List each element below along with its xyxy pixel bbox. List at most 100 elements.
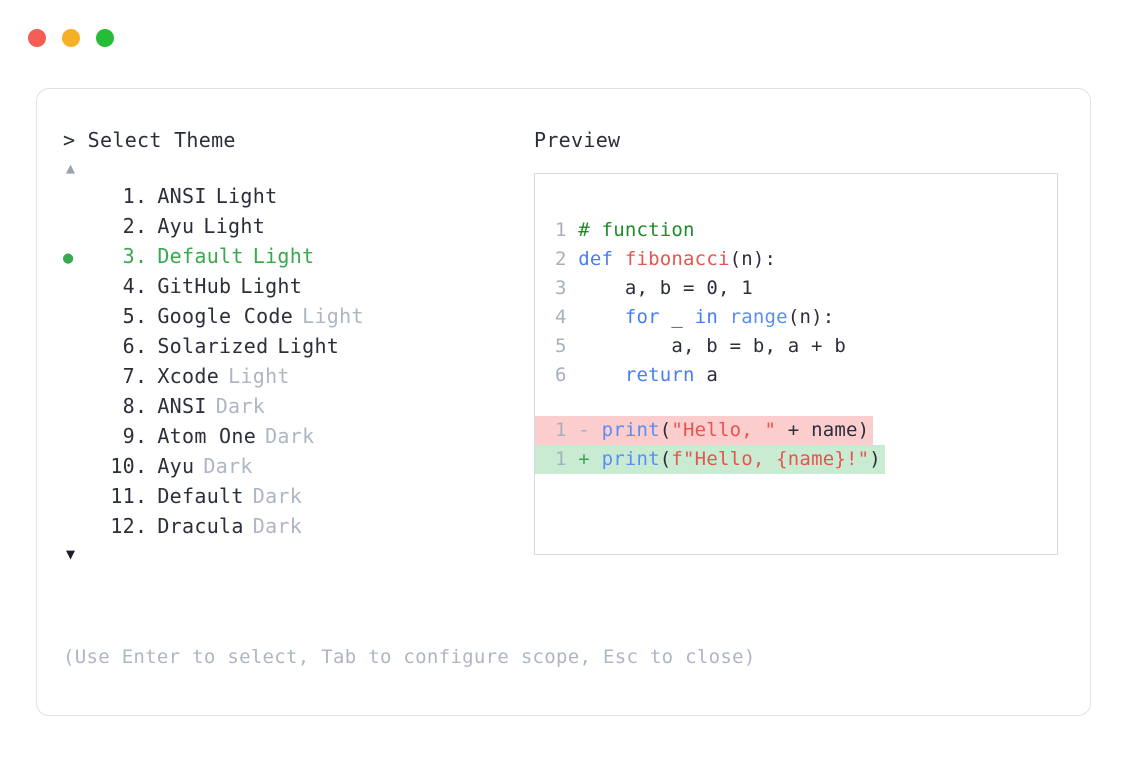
- diff-removed-line: 1 - print("Hello, " + name): [535, 416, 874, 445]
- line-number: 2: [555, 248, 579, 270]
- theme-item-number: 4: [122, 274, 135, 298]
- theme-list-item[interactable]: 6. Solarized Light: [63, 331, 533, 361]
- theme-list-item[interactable]: 4. GitHub Light: [63, 271, 533, 301]
- selected-bullet-icon: ●: [63, 248, 74, 268]
- code-token: _: [659, 306, 695, 328]
- code-token: (n):: [787, 306, 835, 328]
- theme-item-variant: Dark: [265, 424, 315, 448]
- theme-item-number: 10: [110, 454, 135, 478]
- code-token: for: [624, 306, 660, 328]
- code-token: 1: [741, 277, 753, 299]
- scroll-up-arrow[interactable]: ▲: [66, 159, 76, 177]
- theme-item-variant: Light: [203, 214, 266, 238]
- theme-item-number-dot: .: [135, 394, 148, 418]
- theme-item-variant: Light: [215, 184, 278, 208]
- theme-item-number-dot: .: [135, 514, 148, 538]
- minimize-button[interactable]: [62, 29, 80, 47]
- code-token: a, b = b, a + b: [578, 335, 846, 357]
- line-number: 1: [555, 219, 579, 241]
- code-token: a, b =: [578, 277, 707, 299]
- code-token: # function: [578, 219, 695, 241]
- theme-item-name: Default: [157, 484, 244, 508]
- code-token: [578, 364, 625, 386]
- code-line: 5 a, b = b, a + b: [535, 332, 1057, 361]
- close-button[interactable]: [28, 29, 46, 47]
- code-token: in: [694, 306, 718, 328]
- code-token: fibonacci: [624, 248, 730, 270]
- line-number: 1: [555, 448, 579, 470]
- theme-item-number-dot: .: [135, 484, 148, 508]
- diff-block: 1 - print("Hello, " + name)1 + print(f"H…: [535, 416, 1057, 474]
- theme-item-number-dot: .: [135, 214, 148, 238]
- theme-item-number: 5: [122, 304, 135, 328]
- diff-minus-sign: -: [578, 419, 602, 441]
- theme-item-number-dot: .: [135, 184, 148, 208]
- theme-item-number: 9: [122, 424, 135, 448]
- code-token: + name): [776, 419, 870, 441]
- theme-item-name: Ayu: [157, 454, 195, 478]
- line-number: 4: [555, 306, 579, 328]
- code-token: (: [659, 448, 672, 470]
- code-token: "Hello, ": [671, 419, 777, 441]
- code-token: print: [601, 448, 660, 470]
- theme-item-name: GitHub: [157, 274, 232, 298]
- preview-label: Preview: [534, 128, 621, 152]
- theme-item-number: 7: [122, 364, 135, 388]
- theme-item-name: Solarized: [157, 334, 269, 358]
- theme-item-variant: Light: [252, 244, 315, 268]
- scroll-down-arrow[interactable]: ▼: [66, 545, 76, 563]
- theme-item-name: Atom One: [157, 424, 257, 448]
- theme-item-name: Google Code: [157, 304, 294, 328]
- code-line: 4 for _ in range(n):: [535, 303, 1057, 332]
- theme-item-variant: Light: [240, 274, 303, 298]
- theme-item-number: 8: [122, 394, 135, 418]
- maximize-button[interactable]: [96, 29, 114, 47]
- diff-added-line: 1 + print(f"Hello, {name}!"): [535, 445, 885, 474]
- theme-item-number-dot: .: [135, 334, 148, 358]
- diff-line-wrapper: 1 + print(f"Hello, {name}!"): [535, 445, 1057, 474]
- theme-item-name: Ayu: [157, 214, 195, 238]
- theme-item-variant: Dark: [252, 484, 303, 508]
- code-token: f"Hello, {name}!": [671, 448, 870, 470]
- theme-item-variant: Dark: [215, 394, 266, 418]
- theme-list-item[interactable]: 2. Ayu Light: [63, 211, 533, 241]
- code-token: 0: [706, 277, 718, 299]
- code-token: (n):: [729, 248, 777, 270]
- theme-item-variant: Light: [228, 364, 290, 388]
- theme-item-number-dot: .: [135, 274, 148, 298]
- theme-item-number: 11: [110, 484, 135, 508]
- theme-item-number: 2: [122, 214, 135, 238]
- theme-item-number-dot: .: [135, 304, 148, 328]
- line-number: 3: [555, 277, 579, 299]
- theme-list-item[interactable]: 9. Atom One Dark: [63, 421, 533, 451]
- theme-item-variant: Light: [277, 334, 340, 358]
- theme-item-number-dot: .: [135, 364, 148, 388]
- theme-item-variant: Light: [302, 304, 364, 328]
- line-number: 5: [555, 335, 579, 357]
- select-theme-prompt: > Select Theme: [63, 128, 236, 152]
- theme-item-variant: Dark: [203, 454, 253, 478]
- theme-item-number: 6: [122, 334, 135, 358]
- theme-item-number: 3: [122, 244, 135, 268]
- code-line: 2 def fibonacci(n):: [535, 245, 1057, 274]
- theme-list-item[interactable]: 5. Google Code Light: [63, 301, 533, 331]
- theme-item-number-dot: .: [135, 424, 148, 448]
- theme-item-variant: Dark: [252, 514, 303, 538]
- code-token: print: [601, 419, 660, 441]
- code-line: 1 # function: [535, 216, 1057, 245]
- theme-list-item[interactable]: 11. Default Dark: [63, 481, 533, 511]
- line-number: 1: [555, 419, 579, 441]
- code-token: a: [694, 364, 718, 386]
